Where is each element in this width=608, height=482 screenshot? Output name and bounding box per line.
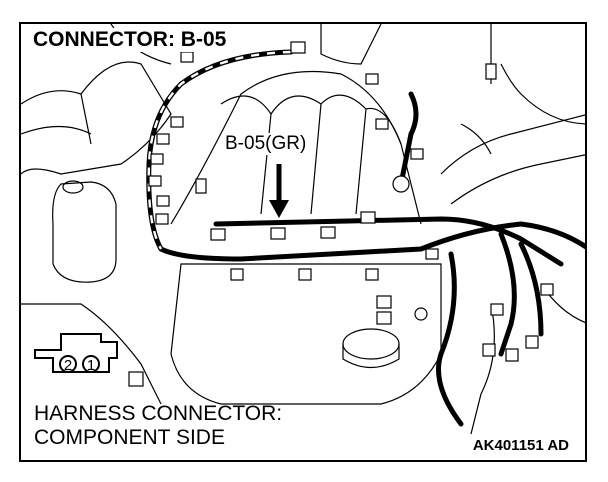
caption-line-2: COMPONENT SIDE — [34, 426, 225, 449]
connector-callout-label: B-05(GR) — [223, 133, 309, 155]
engine-bay-illustration: 2 1 — [21, 24, 585, 435]
b05-arrow — [269, 164, 289, 218]
figure-code: AK401151 AD — [472, 437, 569, 454]
harness-caption: HARNESS CONNECTOR: COMPONENT SIDE — [34, 402, 282, 450]
diagram-title: CONNECTOR: B-05 — [30, 28, 230, 52]
pin-1-label: 1 — [87, 357, 95, 374]
connector-face-symbol — [34, 333, 118, 373]
diagram-frame: 2 1 CONNECTOR: B-05 B-05(GR) HARNESS CON… — [19, 22, 587, 462]
connectors — [128, 41, 554, 387]
pin-2-label: 2 — [64, 357, 72, 374]
caption-line-1: HARNESS CONNECTOR: — [34, 402, 283, 425]
